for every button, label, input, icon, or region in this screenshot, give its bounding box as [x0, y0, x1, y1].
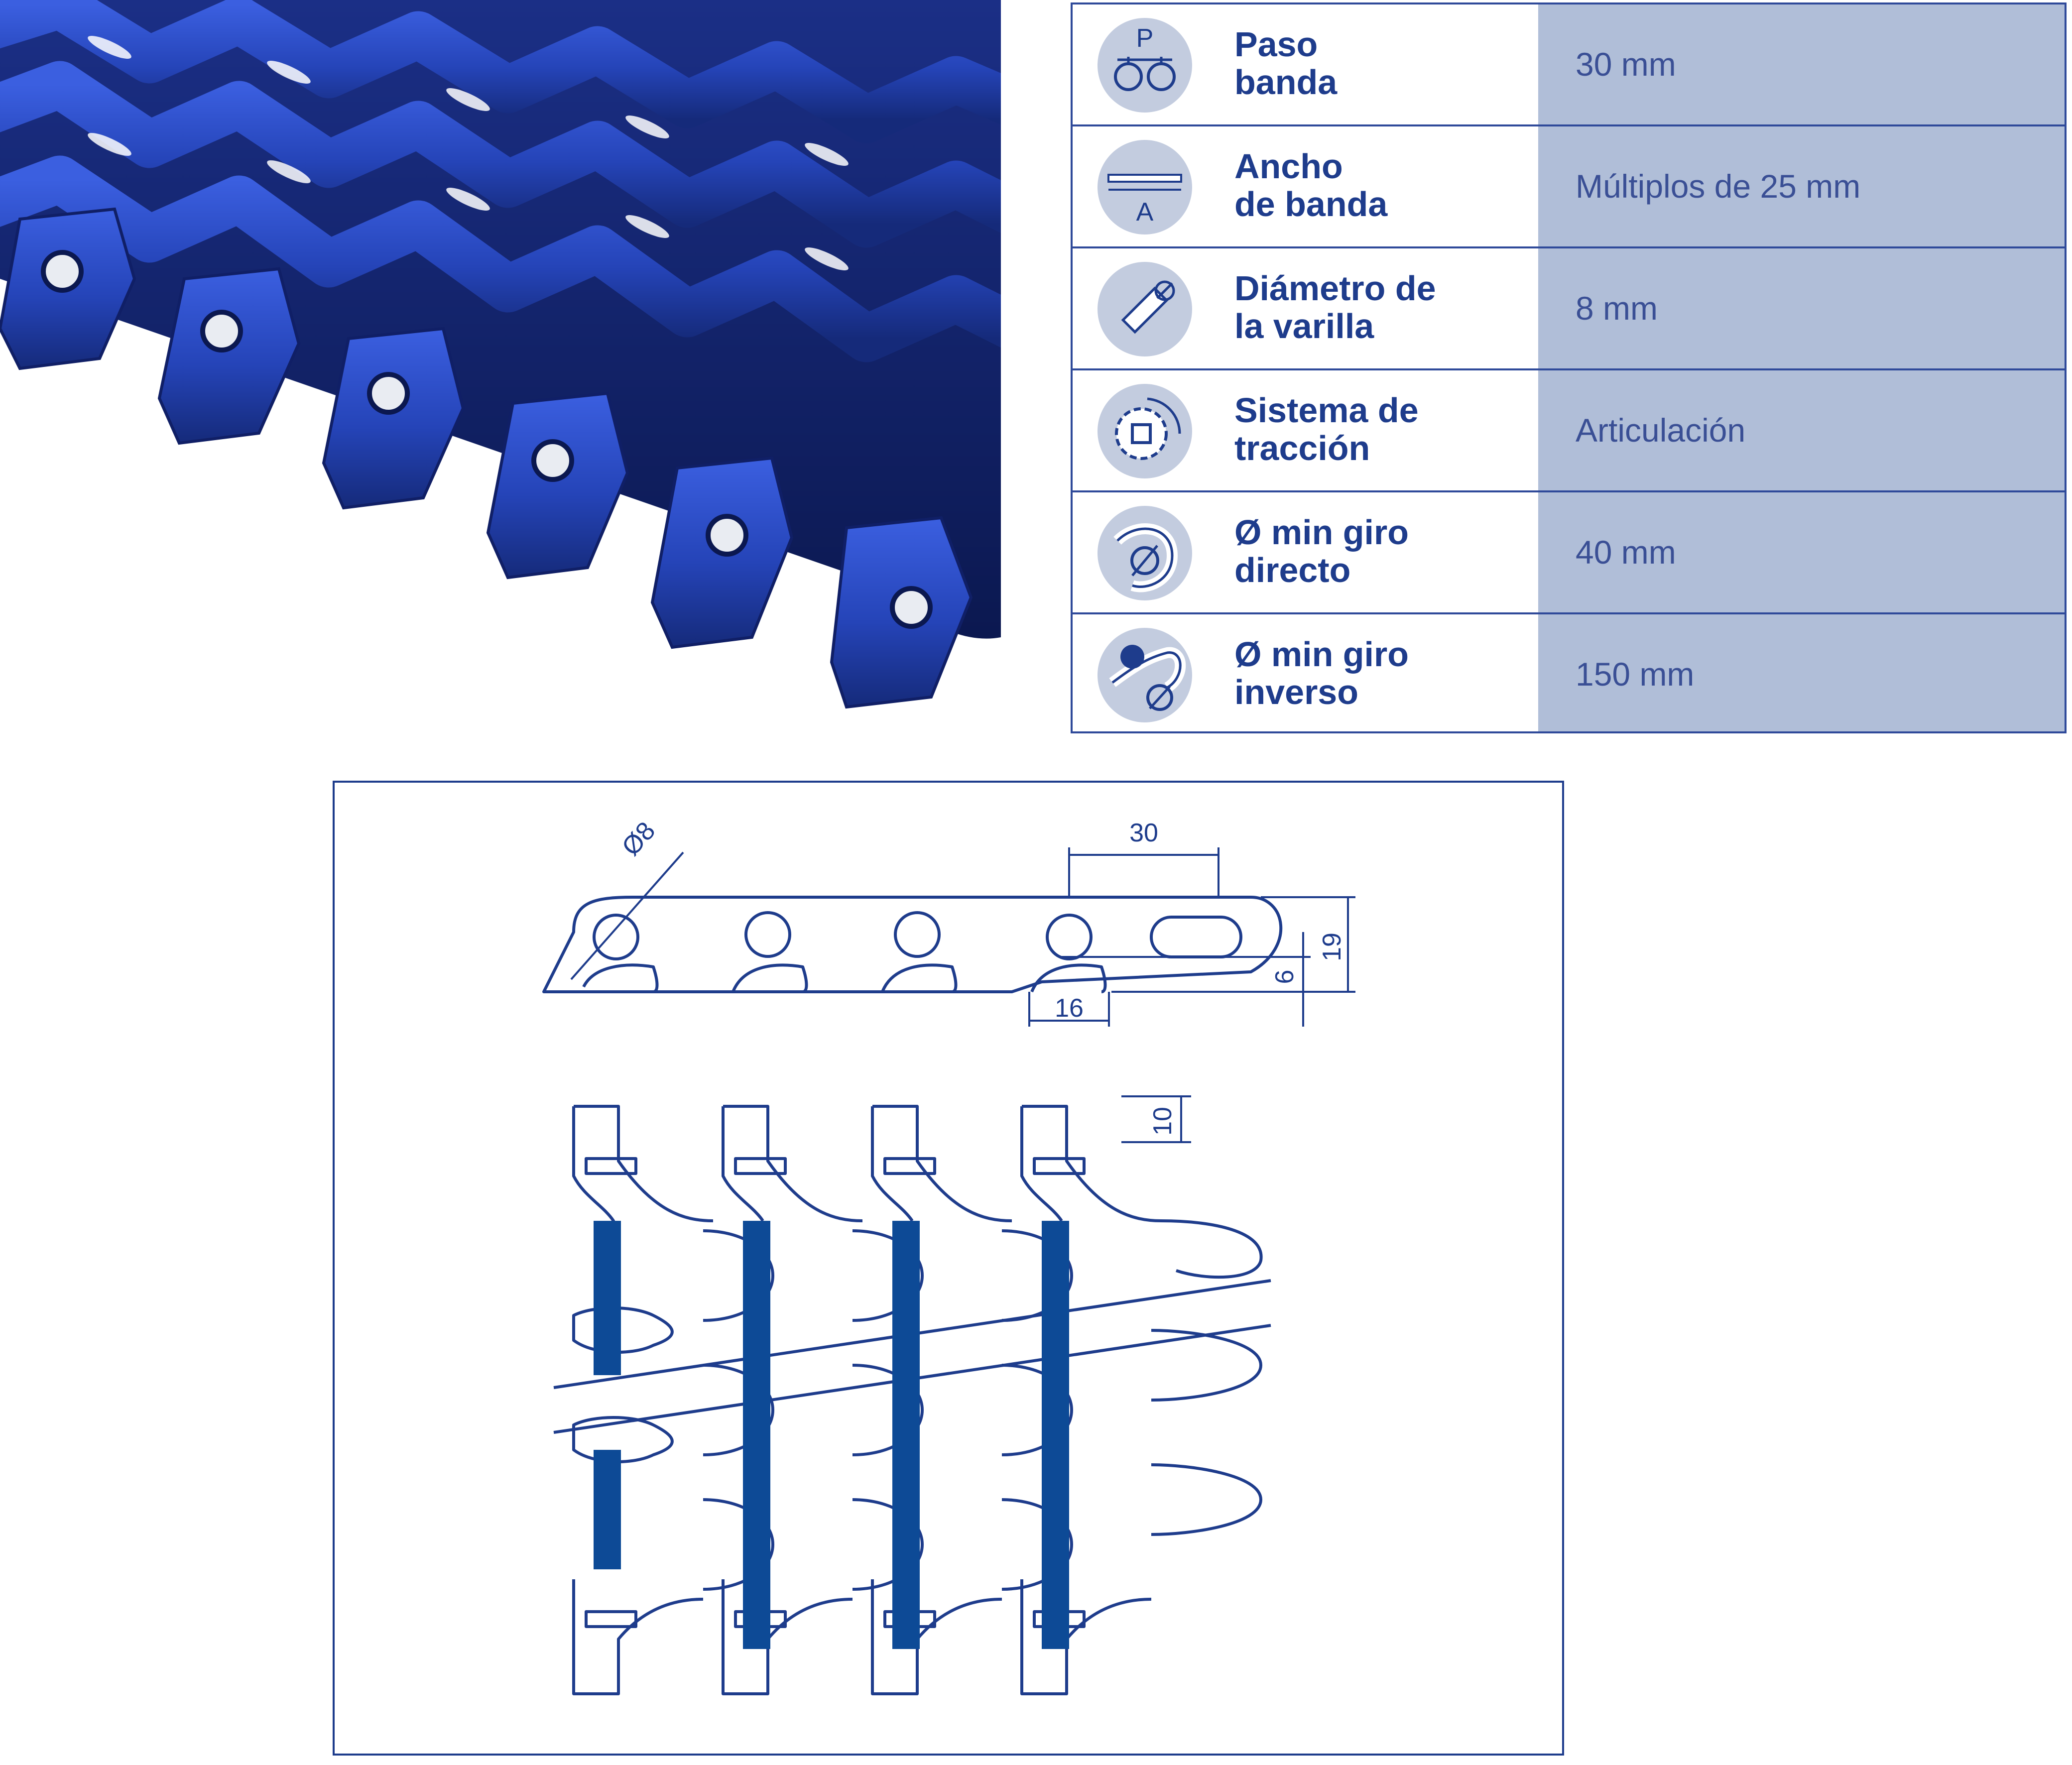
- spec-value: Articulación: [1576, 412, 1746, 449]
- side-view: [542, 896, 1283, 993]
- drawing-canvas: Ø8 30 16 19 6 10: [542, 817, 1355, 1695]
- sprocket-drive-icon: [1097, 384, 1192, 478]
- dim-height-lower: 6: [1270, 970, 1299, 984]
- technical-drawing: Ø8 30 16 19 6 10: [333, 781, 1564, 1756]
- dim-pitch: 30: [1129, 819, 1158, 847]
- dim-height-total: 19: [1318, 933, 1346, 961]
- dim-rod-diameter: Ø8: [616, 817, 661, 861]
- spec-value: 40 mm: [1576, 534, 1676, 571]
- svg-text:P: P: [1136, 24, 1154, 53]
- svg-text:A: A: [1136, 198, 1154, 227]
- spec-value: Múltiplos de 25 mm: [1576, 168, 1861, 205]
- dim-tip-length: 10: [1148, 1107, 1177, 1136]
- dim-link-width: 16: [1055, 994, 1084, 1023]
- belt-product-photo: [0, 0, 1001, 732]
- reverse-bend-icon: [1097, 628, 1192, 722]
- spec-value: 8 mm: [1576, 290, 1658, 327]
- pitch-icon: P: [1097, 18, 1192, 113]
- spec-value: 150 mm: [1576, 656, 1695, 693]
- rod-diameter-icon: [1097, 262, 1192, 356]
- spec-value: 30 mm: [1576, 46, 1676, 83]
- direct-bend-icon: [1097, 506, 1192, 600]
- dimension-lines: [570, 847, 1355, 1143]
- width-icon: A: [1097, 140, 1192, 235]
- rod-fills: [594, 1221, 1069, 1649]
